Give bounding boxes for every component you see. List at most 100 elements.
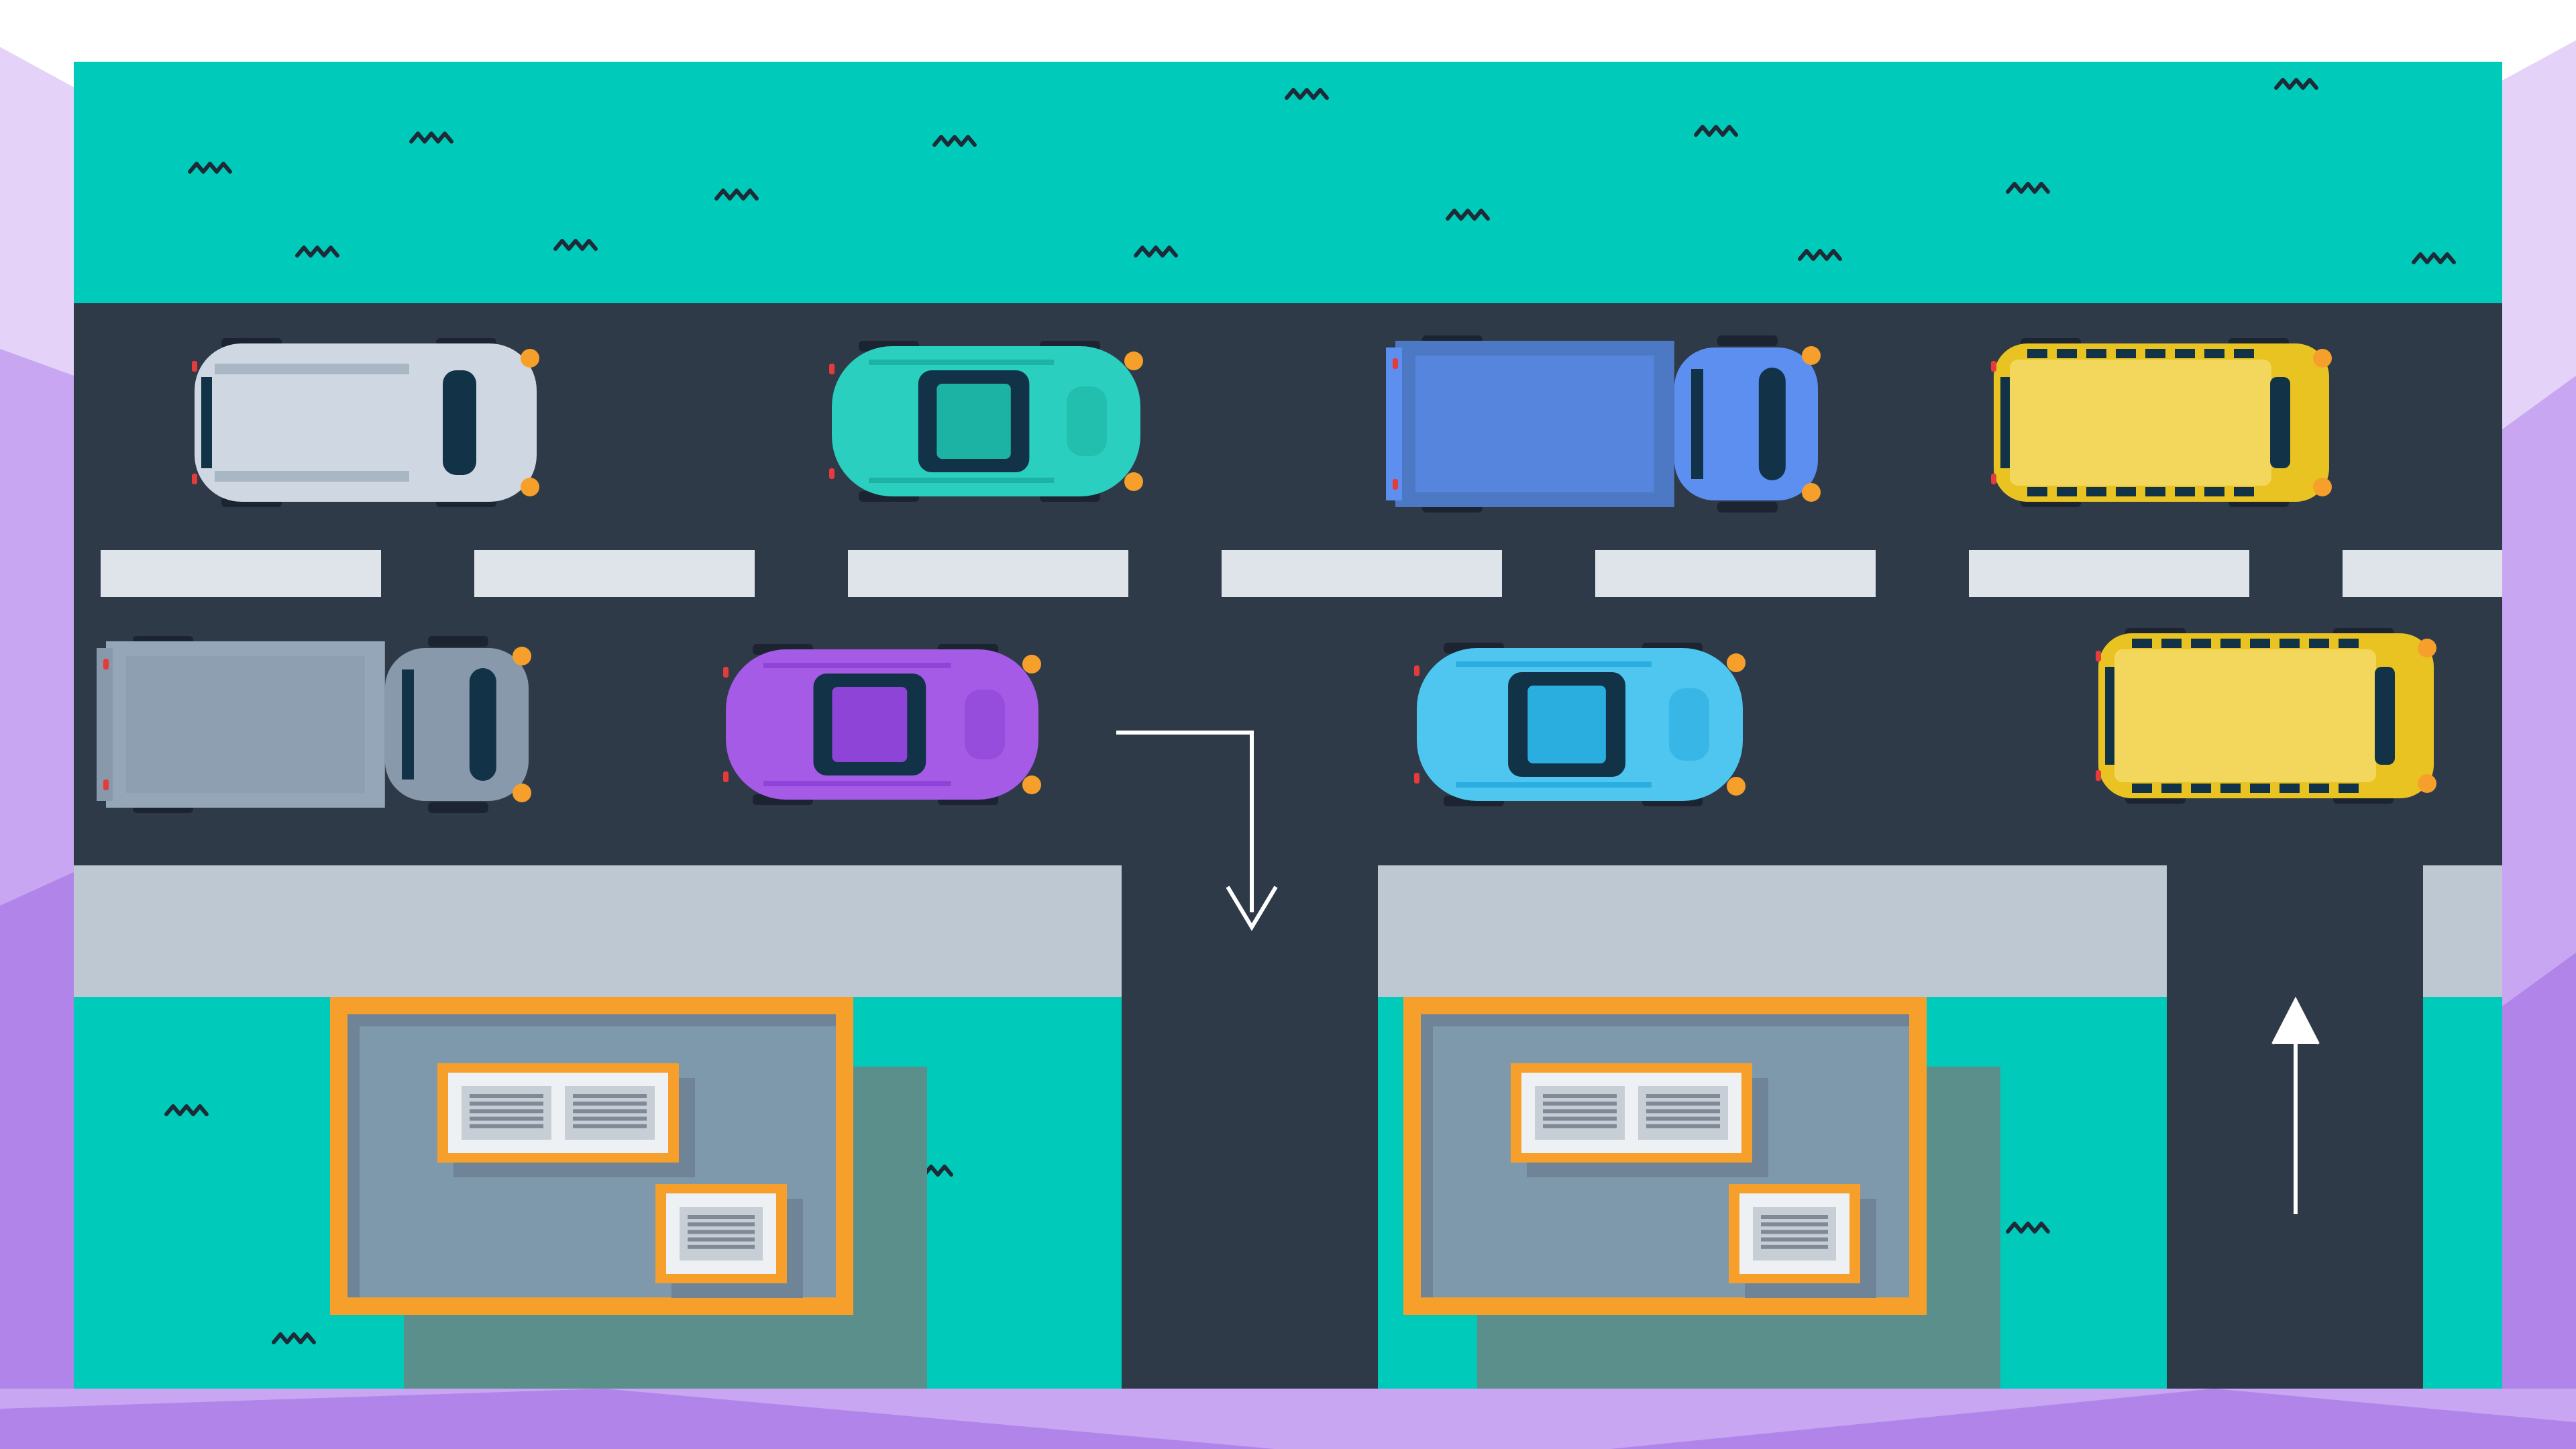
car-roof [936, 384, 1011, 459]
taillight [103, 780, 109, 790]
roof-vent-slat [1761, 1244, 1828, 1249]
lane-dash [101, 550, 381, 597]
roof-vent-slat [1543, 1102, 1617, 1106]
building-left [330, 997, 927, 1389]
tire [1717, 335, 1778, 346]
side-window [2250, 639, 2270, 648]
door-line [763, 781, 951, 786]
rear-window [2000, 377, 2010, 468]
taillight [723, 771, 729, 782]
roof-vent-slat [470, 1124, 543, 1128]
hood [1669, 688, 1709, 761]
lane-dash [474, 550, 755, 597]
side-window [2175, 487, 2195, 496]
grass-tuft-icon [2006, 182, 2050, 194]
door-line [869, 478, 1055, 483]
windshield [2270, 377, 2290, 468]
arrow-head [2271, 996, 2320, 1044]
sidewalk-middle [1378, 865, 2167, 997]
roof-vent-slat [1761, 1222, 1828, 1227]
sidewalk-right [2423, 865, 2502, 997]
side-window [2086, 349, 2106, 358]
door-line [1456, 661, 1652, 667]
grass-tuft-icon [2412, 252, 2456, 264]
roof-vent-slat [1646, 1109, 1720, 1114]
grass-tuft-icon [2274, 78, 2318, 90]
headlight [1802, 346, 1821, 365]
rear-window [1691, 369, 1703, 479]
headlight [513, 647, 531, 665]
headlight [2418, 639, 2436, 657]
headlight [2418, 774, 2436, 793]
side-window [2309, 784, 2329, 793]
roof-vent-slat [573, 1102, 647, 1106]
grass-tuft-icon [1285, 88, 1329, 100]
grass-tuft-icon [1694, 125, 1738, 137]
side-window [2204, 349, 2224, 358]
side-window [2116, 349, 2136, 358]
side-window [2116, 487, 2136, 496]
tire [428, 802, 488, 813]
cargo-panel [1415, 356, 1654, 492]
roof-vent-slat [1543, 1124, 1617, 1128]
straight-up-arrow-icon [2271, 996, 2320, 1214]
taillight [2096, 651, 2101, 661]
grass-tuft-icon [1134, 246, 1178, 258]
headlight [521, 349, 539, 368]
taillight [192, 474, 197, 484]
rear-window [402, 669, 414, 780]
door-line [1456, 782, 1652, 788]
side-window [2279, 784, 2300, 793]
taillight [1414, 665, 1419, 676]
roof-vent-slat [688, 1222, 755, 1227]
roof-vent-slat [573, 1094, 647, 1098]
side-window [2234, 349, 2254, 358]
taillight [829, 364, 835, 374]
side-window [2339, 639, 2359, 648]
grass-tuft-icon [1798, 249, 1842, 261]
car-roof [1527, 686, 1606, 763]
taillight [2096, 770, 2101, 781]
roof-rail [215, 471, 409, 482]
grass-tuft-icon [164, 1104, 209, 1116]
arrow-head [1226, 885, 1278, 931]
side-window [2027, 349, 2047, 358]
roof-vent-slat [470, 1109, 543, 1114]
headlight [1124, 352, 1143, 370]
grass-tuft-icon [2006, 1222, 2050, 1234]
side-window [2191, 639, 2211, 648]
taillight [103, 659, 109, 669]
rear-door [1386, 347, 1402, 500]
taillight [1393, 358, 1398, 369]
headlight [1022, 775, 1041, 794]
side-window [2250, 784, 2270, 793]
side-window [2145, 487, 2165, 496]
grass-bottom-right [2423, 997, 2502, 1389]
side-window [2220, 784, 2241, 793]
lane-dash [1969, 550, 2249, 597]
taillight [1991, 474, 1996, 484]
arrow-line [1116, 731, 1254, 912]
headlight [1727, 777, 1746, 796]
tire [1717, 502, 1778, 513]
side-window [2161, 784, 2182, 793]
side-window [2279, 639, 2300, 648]
taillight [192, 361, 197, 372]
cargo-panel [126, 656, 365, 793]
street-map [74, 62, 2502, 1389]
side-window [2057, 487, 2077, 496]
rear-window [201, 377, 212, 468]
roof-vent-slat [1543, 1109, 1617, 1114]
windshield [469, 668, 496, 781]
grass-tuft-icon [409, 131, 453, 144]
windshield [443, 370, 476, 475]
taillight [1393, 479, 1398, 490]
windshield [2375, 667, 2395, 765]
roof-vent-slat [470, 1116, 543, 1121]
car-roof [832, 687, 908, 762]
windshield [1758, 368, 1786, 480]
side-window [2057, 349, 2077, 358]
headlight [1022, 655, 1041, 674]
side-window [2145, 349, 2165, 358]
